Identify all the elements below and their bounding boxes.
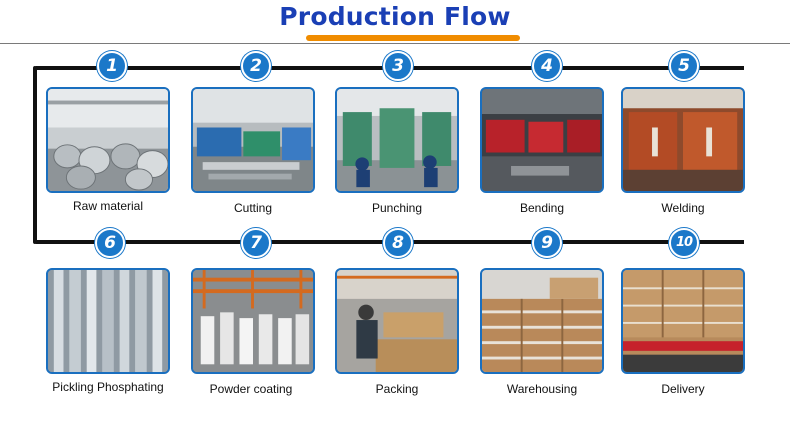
step-label: Pickling Phosphating	[52, 380, 164, 394]
step-number-badge: 1	[97, 51, 127, 81]
step-number-badge: 5	[669, 51, 699, 81]
step-label: Raw material	[72, 199, 144, 213]
raw-material-photo	[46, 87, 170, 193]
step-label: Warehousing	[506, 382, 578, 396]
step-label: Bending	[519, 201, 565, 215]
step-number-badge: 10	[669, 228, 699, 258]
step-number-badge: 6	[95, 228, 125, 258]
flow-line-left	[33, 66, 37, 244]
step-label: Welding	[661, 201, 705, 215]
delivery-photo	[621, 268, 745, 374]
top-divider	[0, 43, 790, 44]
step-label: Delivery	[661, 382, 705, 396]
step-label: Powder coating	[209, 382, 293, 396]
warehousing-photo	[480, 268, 604, 374]
cutting-photo	[191, 87, 315, 193]
powder-coating-photo	[191, 268, 315, 374]
step-number-badge: 4	[532, 51, 562, 81]
bending-photo	[480, 87, 604, 193]
step-number-badge: 7	[241, 228, 271, 258]
step-number-badge: 9	[532, 228, 562, 258]
pickling-photo	[46, 268, 170, 374]
title-underline	[306, 35, 520, 41]
packing-photo	[335, 268, 459, 374]
punching-photo	[335, 87, 459, 193]
step-number-badge: 8	[383, 228, 413, 258]
page-title: Production Flow	[279, 2, 511, 31]
step-label: Cutting	[233, 201, 273, 215]
step-label: Packing	[375, 382, 419, 396]
step-label: Punching	[371, 201, 423, 215]
step-number-badge: 3	[383, 51, 413, 81]
welding-photo	[621, 87, 745, 193]
step-number-badge: 2	[241, 51, 271, 81]
